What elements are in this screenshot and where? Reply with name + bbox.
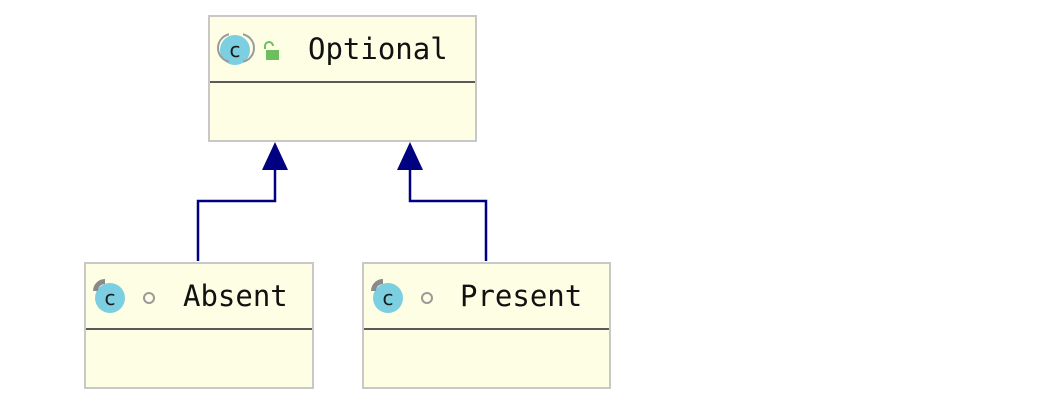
class-name: Present [460, 279, 583, 313]
class-present-header: c Present [364, 264, 609, 330]
class-name: Absent [183, 279, 288, 313]
class-optional-header: c Optional [210, 17, 475, 83]
edge-present-arrowhead [397, 142, 423, 170]
public-lock-icon [264, 41, 279, 60]
edge-absent-arrowhead [262, 142, 288, 170]
package-private-icon [143, 292, 155, 304]
class-absent-header: c Absent [86, 264, 312, 330]
package-private-icon [421, 292, 433, 304]
static-class-icon: c [95, 283, 125, 313]
class-present[interactable]: c Present [362, 262, 611, 389]
abstract-class-icon: c [220, 35, 250, 65]
edge-absent-to-optional [196, 168, 277, 261]
class-name: Optional [308, 32, 448, 66]
edge-present-to-optional [408, 168, 488, 261]
class-absent[interactable]: c Absent [84, 262, 314, 389]
static-marker-icon [93, 279, 105, 291]
static-class-icon: c [373, 283, 403, 313]
static-marker-icon [371, 279, 383, 291]
class-optional[interactable]: c Optional [208, 15, 477, 142]
